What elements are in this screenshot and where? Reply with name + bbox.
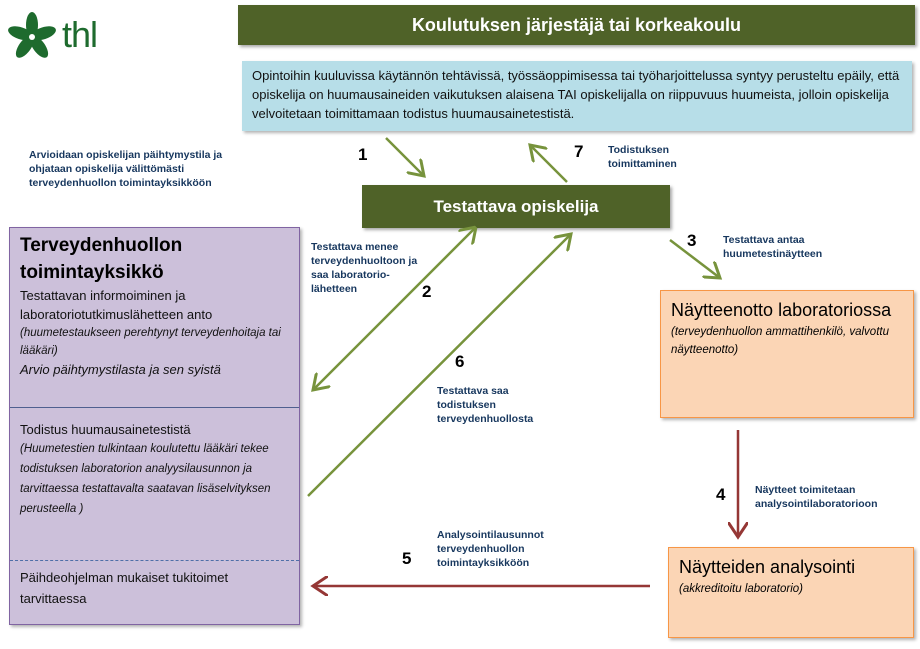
logo-text: thl (62, 14, 98, 55)
header-title: Koulutuksen järjestäjä tai korkeakoulu (238, 5, 915, 45)
step-4-label: Näytteet toimitetaan analysointilaborato… (755, 484, 878, 510)
health-unit-s2-title: Todistus huumausainetestistä (20, 422, 191, 437)
thl-logo: thl (6, 10, 116, 62)
step-2-label: Testattava menee terveydenhuoltoon ja sa… (311, 241, 418, 295)
health-unit-s1-text2: Arvio päihtymystilasta ja sen syistä (20, 362, 221, 377)
step-2-number: 2 (422, 282, 432, 301)
analysis-box: Näytteiden analysointi (akkreditoitu lab… (668, 547, 914, 638)
step-6-number: 6 (455, 352, 465, 371)
arrow-7 (530, 145, 568, 183)
health-unit-s1-italic: (huumetestaukseen perehtynyt terveydenho… (20, 327, 281, 357)
health-unit-s1-text: Testattavan informoiminen ja laboratorio… (20, 288, 213, 322)
analysis-title: Näytteiden analysointi (679, 557, 856, 577)
step-7-number: 7 (574, 142, 584, 161)
student-box: Testattava opiskelija (362, 185, 670, 228)
step-3-label: Testattava antaa huumetestinäytteen (723, 234, 823, 260)
flower-icon (8, 12, 56, 58)
step-3-number: 3 (687, 231, 697, 250)
health-unit-box: Terveydenhuollon toimintayksikkö Testatt… (9, 227, 300, 625)
health-unit-section-1: Terveydenhuollon toimintayksikkö Testatt… (10, 228, 299, 408)
sampling-box: Näytteenotto laboratoriossa (terveydenhu… (660, 290, 914, 418)
step-5-number: 5 (402, 549, 412, 568)
step-4-number: 4 (716, 485, 726, 504)
health-unit-title: Terveydenhuollon toimintayksikkö (20, 235, 183, 283)
health-unit-section-3: Päihdeohjelman mukaiset tukitoimet tarvi… (20, 570, 229, 606)
sampling-italic: (terveydenhuollon ammattihenkilö, valvot… (671, 326, 889, 356)
step-6-label: Testattava saa todistuksen terveydenhuol… (437, 385, 534, 425)
step-5-label: Analysointilausunnot terveydenhuollon to… (437, 529, 544, 569)
analysis-italic: (akkreditoitu laboratorio) (679, 583, 804, 595)
health-unit-section-2: Todistus huumausainetestistä (Huumetesti… (10, 408, 299, 561)
arrow-1 (385, 137, 424, 176)
step-1-number: 1 (358, 145, 368, 164)
sampling-title: Näytteenotto laboratoriossa (671, 300, 892, 320)
left-note: Arvioidaan opiskelijan päihtymystila ja … (29, 149, 223, 189)
health-unit-s2-italic: (Huumetestien tulkintaan koulutettu lääk… (20, 443, 271, 515)
step-7-label: Todistuksen toimittaminen (608, 144, 677, 170)
context-box: Opintoihin kuuluvissa käytännön tehtävis… (242, 61, 912, 131)
